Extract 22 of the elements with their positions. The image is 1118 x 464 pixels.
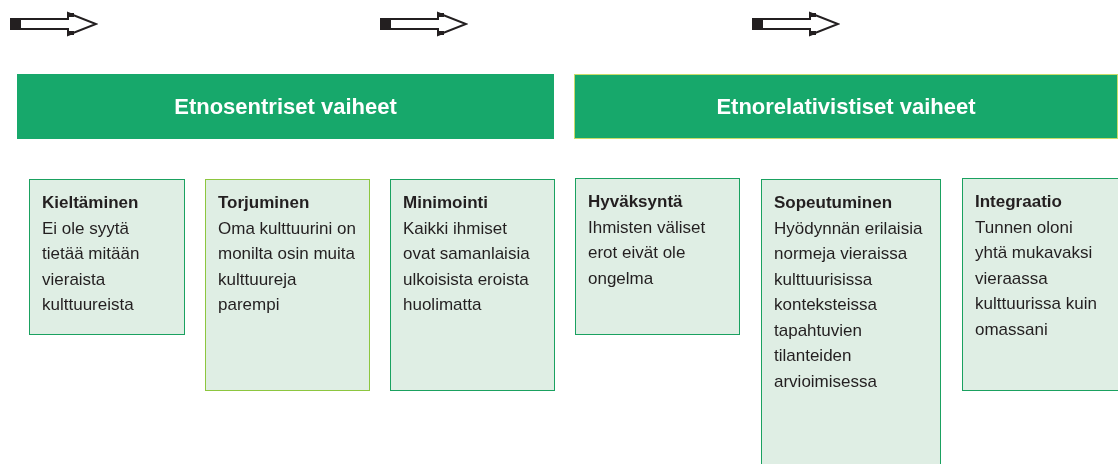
stage-group-banner [574, 74, 1118, 139]
stage-description: Oma kulttuurini on monilta osin muita kulttuureja parempi [218, 217, 357, 316]
stage-card [962, 178, 1118, 391]
stage-card [575, 178, 740, 335]
stage-heading: Torjuminen [218, 192, 311, 214]
stage-heading: Integraatio [975, 191, 1063, 213]
stage-card [761, 179, 941, 464]
stage-description: Ihmisten väliset erot eivät ole ongelma [588, 216, 707, 290]
stage-card [390, 179, 555, 391]
stage-heading: Hyväksyntä [588, 191, 684, 213]
banner-title: Etnorelativistiset vaiheet [716, 93, 976, 120]
stage-description: Hyödynnän erilaisia normeja vieraissa kulttuurisissa konteksteissa tapahtuvien tilanteiden arvioimisessa [774, 217, 924, 393]
stage-group-banner [17, 74, 554, 139]
stage-description: Kaikki ihmiset ovat samanlaisia ulkoisista eroista huolimatta [403, 217, 531, 316]
stage-heading: Minimointi [403, 192, 489, 214]
stage-heading: Kieltäminen [42, 192, 140, 214]
stage-heading: Sopeutuminen [774, 192, 894, 214]
stage-card [29, 179, 185, 335]
stage-card [205, 179, 370, 391]
stage-description: Ei ole syytä tietää mitään vieraista kulttuureista [42, 217, 141, 316]
stage-description: Tunnen oloni yhtä mukavaksi vieraassa kulttuurissa kuin omassani [975, 216, 1098, 341]
banner-title: Etnosentriset vaiheet [174, 93, 397, 120]
